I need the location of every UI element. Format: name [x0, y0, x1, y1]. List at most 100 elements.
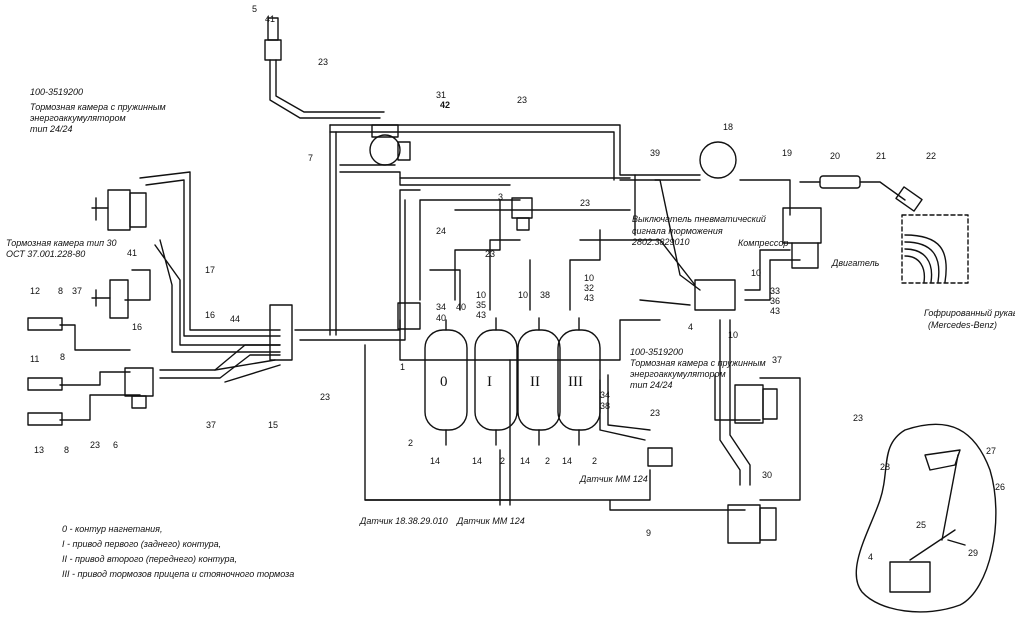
callout: 23 — [650, 408, 661, 418]
callout: 7 — [308, 153, 314, 163]
chamber-desc-right-2: энергоаккумулятором — [630, 369, 726, 379]
pipe-reservoir-loop — [454, 174, 636, 236]
chamber-right-lower — [727, 504, 761, 544]
callout: 22 — [926, 151, 937, 161]
valve-4-body — [694, 279, 736, 311]
pipe-right-switch — [579, 179, 701, 306]
callout: 23 — [517, 95, 528, 105]
callout: 14 — [562, 456, 573, 466]
callout: 16 — [132, 322, 143, 332]
legend-mark: 0 — [62, 524, 68, 534]
legend-mark: II — [62, 554, 68, 564]
pipe-top-5 — [269, 59, 385, 119]
callout: 8 — [58, 286, 64, 296]
callout: 40 — [436, 313, 447, 323]
callout: 9 — [646, 528, 652, 538]
compressor-body — [782, 207, 822, 244]
receiver-1 — [474, 329, 518, 431]
callout: 37 — [206, 420, 217, 430]
sensor-mid-label-2: Датчик ММ 124 — [457, 516, 525, 526]
callout: 23 — [853, 413, 864, 423]
valve-1-body — [397, 302, 421, 330]
wheel-valve-13 — [27, 412, 63, 426]
engine-box — [901, 214, 969, 284]
callout: 43 — [476, 310, 487, 320]
callout: 10 — [476, 290, 487, 300]
pipe-compressor — [654, 179, 791, 216]
chamber-code-right: 100-3519200 — [630, 347, 684, 357]
callout: 38 — [600, 401, 611, 411]
sensor-mid-label-1: Датчик 18.38.29.010 — [360, 516, 448, 526]
callout: 25 — [916, 520, 927, 530]
receiver-label-2: II — [530, 374, 540, 390]
pipe-15 — [214, 359, 281, 383]
callout: 24 — [436, 226, 447, 236]
callout: 2 — [592, 456, 598, 466]
pipe-upper-left — [329, 124, 337, 336]
callout: 14 — [520, 456, 531, 466]
callout: 18 — [723, 122, 734, 132]
receiver-18 — [699, 141, 737, 179]
chamber-desc-left-2: энергоаккумулятором — [30, 113, 126, 123]
callout: 40 — [456, 302, 467, 312]
callout: 23 — [90, 440, 101, 450]
hose-22 — [895, 186, 923, 212]
callout: 23 — [485, 249, 496, 259]
callout: 4 — [868, 552, 874, 562]
sensor-mm124-right-label: Датчик ММ 124 — [580, 474, 648, 484]
pipe-receivers-top — [454, 199, 601, 311]
callout: 3 — [498, 192, 504, 202]
chamber30-desc-1: Тормозная камера тип 30 — [6, 238, 117, 248]
receiver-label-0: 0 — [440, 374, 448, 390]
switch-desc-3: 2802.3829010 — [632, 237, 690, 247]
sensor-mm124 — [647, 447, 673, 467]
wheel-valve-12 — [27, 317, 63, 331]
callout: 10 — [751, 268, 762, 278]
corrugated-hose — [904, 234, 947, 283]
callout: 42 — [440, 100, 451, 110]
callout: 31 — [436, 90, 447, 100]
callout: 17 — [205, 265, 216, 275]
callout: 38 — [540, 290, 551, 300]
callout: 30 — [762, 470, 773, 480]
callout: 2 — [545, 456, 551, 466]
legend-text: - контур нагнетания, — [69, 524, 163, 534]
legend-mark: I — [62, 539, 65, 549]
callout: 14 — [430, 456, 441, 466]
callout: 37 — [772, 355, 783, 365]
legend-row-1: I - привод первого (заднего) контура, — [62, 539, 221, 549]
chamber-left-spring — [107, 189, 131, 231]
callout: 33 — [770, 286, 781, 296]
chamber-30 — [109, 279, 129, 319]
callout: 26 — [995, 482, 1006, 492]
callout: 43 — [770, 306, 781, 316]
callout: 28 — [880, 462, 891, 472]
callout: 11 — [30, 354, 40, 364]
callout: 41 — [265, 14, 276, 24]
legend-text: - привод тормозов прицепа и стояночного … — [72, 569, 295, 579]
callout: 23 — [318, 57, 329, 67]
callout: 19 — [782, 148, 793, 158]
wheel-valve-11 — [27, 377, 63, 391]
callout: 29 — [968, 548, 979, 558]
callout: 10 — [584, 273, 595, 283]
legend-text: - привод первого (заднего) контура, — [67, 539, 222, 549]
pipe-chamber30 — [124, 269, 151, 301]
legend-mark: III — [62, 569, 70, 579]
pipe-right-chamber37 — [714, 374, 801, 501]
legend-row-2: II - привод второго (переднего) контура, — [62, 554, 237, 564]
pipe-mid-feed — [339, 164, 511, 186]
callout: 27 — [986, 446, 997, 456]
legend-text: - привод второго (переднего) контура, — [69, 554, 237, 564]
callout: 23 — [580, 198, 591, 208]
pipe-right-manifold — [294, 189, 421, 341]
callout: 16 — [205, 310, 216, 320]
chamber-desc-left-1: Тормозная камера с пружинным — [30, 102, 166, 112]
pedal-valve-4 — [889, 561, 931, 593]
callout: 14 — [472, 456, 483, 466]
callout: 34 — [600, 390, 611, 400]
pipe-bottom — [364, 344, 511, 506]
callout: 10 — [518, 290, 529, 300]
